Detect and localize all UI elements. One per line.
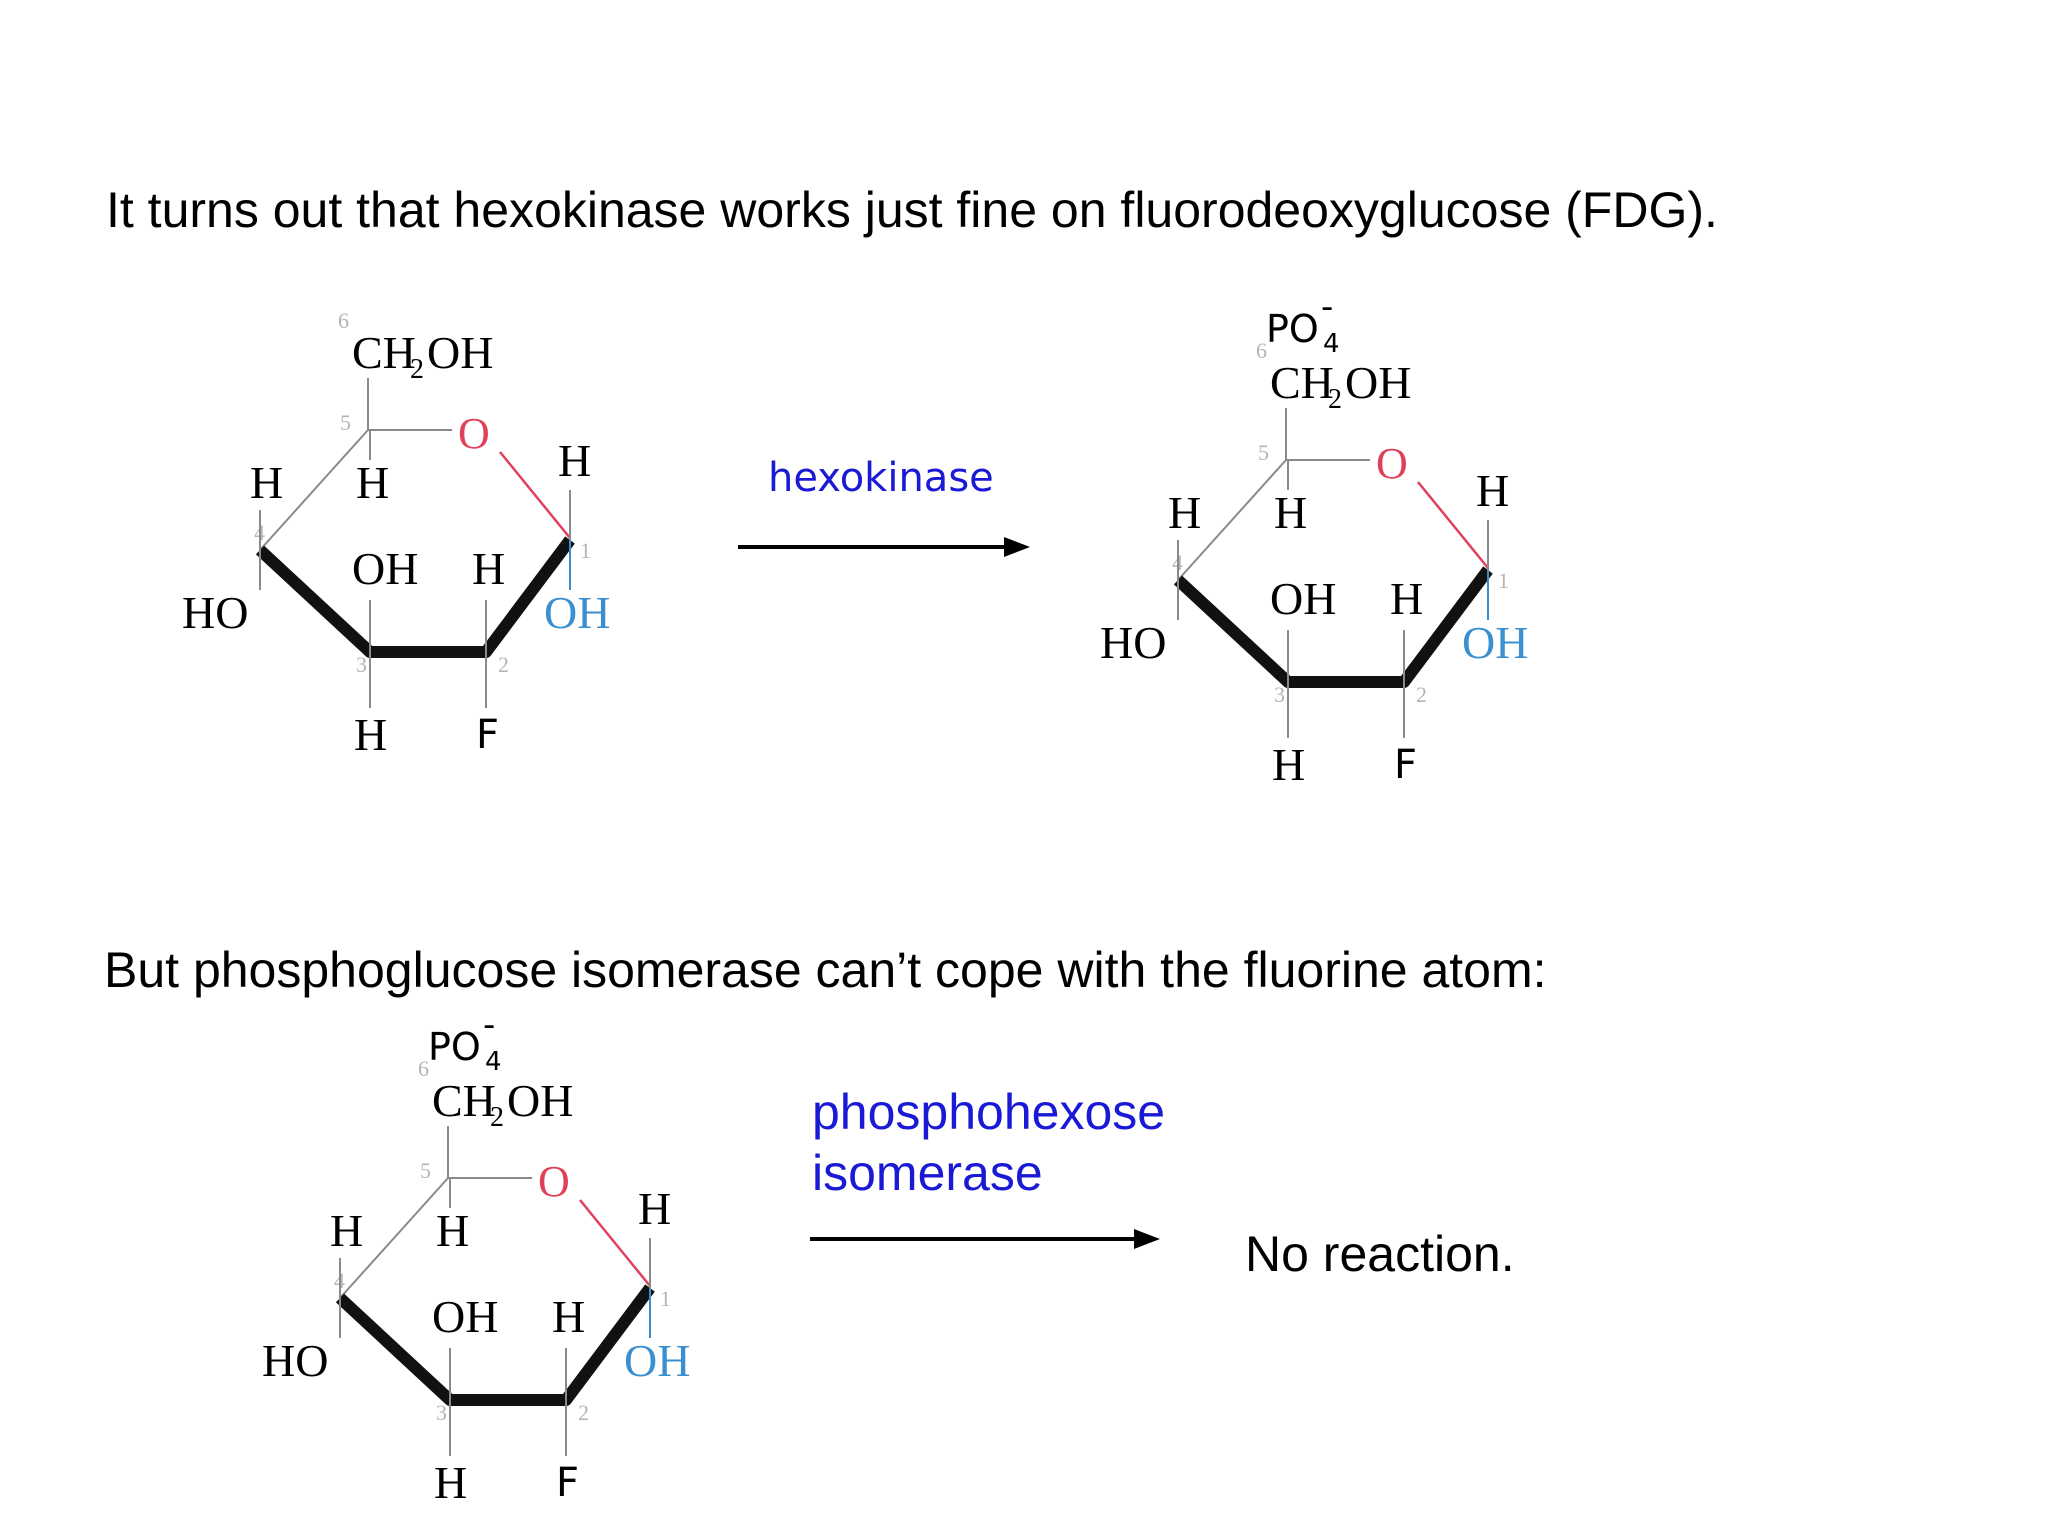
c3-oh-label: OH <box>352 543 418 594</box>
ch2oh-oh-label: OH <box>507 1075 573 1126</box>
c5-c4-bond <box>259 429 369 551</box>
phosphate-charge: - <box>1321 287 1333 327</box>
haworth-projection: 123456CH2OHOHHOHOHHHFHOH <box>182 308 610 760</box>
carbon-number: 6 <box>1256 338 1267 363</box>
ch2oh-label: CH <box>432 1075 496 1126</box>
c5-c4-bond <box>1177 459 1287 581</box>
c1-anomeric-oh-label: OH <box>1462 617 1528 668</box>
ring-front-edge <box>1173 566 1493 688</box>
c2-fluorine-label: F <box>556 1460 579 1506</box>
ch2oh-oh-label: OH <box>1345 357 1411 408</box>
enzyme-label-phosphohexose-isomerase: phosphohexose isomerase <box>812 1082 1232 1204</box>
carbon-number: 6 <box>338 308 349 333</box>
c2-h-label: H <box>472 543 505 594</box>
c1-h-label: H <box>558 435 591 486</box>
c3-h-label: H <box>354 709 387 760</box>
arrow-head <box>1004 537 1030 557</box>
carbon-number: 2 <box>578 1400 589 1425</box>
phosphate-subscript: 4 <box>1323 329 1340 359</box>
ring-oxygen: O <box>538 1157 570 1206</box>
fdg-6-phosphate-molecule-bottom: PO4-123456CH2OHOHHOHOHHHFHOH <box>262 1005 790 1508</box>
haworth-projection: PO4-123456CH2OHOHHOHOHHHFHOH <box>262 1005 690 1508</box>
c1-anomeric-oh-label: OH <box>544 587 610 638</box>
fdg-molecule: 123456CH2OHOHHOHOHHHFHOH <box>182 300 710 780</box>
ch2oh-subscript: 2 <box>1328 384 1342 415</box>
carbon-number: 1 <box>1498 568 1509 593</box>
c5-h-label: H <box>436 1205 469 1256</box>
carbon-number: 5 <box>340 410 351 435</box>
c3-h-label: H <box>434 1457 467 1508</box>
ch2oh-oh-label: OH <box>427 327 493 378</box>
ring-front-edge <box>335 1284 655 1406</box>
carbon-number: 1 <box>580 538 591 563</box>
ch2oh-label: CH <box>352 327 416 378</box>
c3-h-label: H <box>1272 739 1305 790</box>
phosphate-label: PO <box>428 1025 481 1069</box>
phosphate-label: PO <box>1266 307 1319 351</box>
c2-h-label: H <box>1390 573 1423 624</box>
ring-front-edge <box>255 536 575 658</box>
c1-anomeric-oh-label: OH <box>624 1335 690 1386</box>
ring-oxygen: O <box>458 409 490 458</box>
phosphate-subscript: 4 <box>485 1047 502 1077</box>
c1-h-label: H <box>638 1183 671 1234</box>
fdg-6-phosphate-molecule-top: PO4-123456CH2OHOHHOHOHHHFHOH <box>1100 287 1628 790</box>
c4-ho-label: HO <box>1100 617 1166 668</box>
ch2oh-label: CH <box>1270 357 1334 408</box>
c4-ho-label: HO <box>262 1335 328 1386</box>
c2-fluorine-label: F <box>476 712 499 758</box>
c4-h-label: H <box>330 1205 363 1256</box>
c5-h-label: H <box>1274 487 1307 538</box>
reaction-arrow-isomerase <box>810 1228 1160 1250</box>
ch2oh-subscript: 2 <box>490 1102 504 1133</box>
haworth-projection: PO4-123456CH2OHOHHOHOHHHFHOH <box>1100 287 1528 790</box>
carbon-number: 5 <box>420 1158 431 1183</box>
c3-oh-label: OH <box>1270 573 1336 624</box>
ch2oh-subscript: 2 <box>410 354 424 385</box>
reaction-arrow-hexokinase <box>738 536 1030 558</box>
c5-h-label: H <box>356 457 389 508</box>
phosphate-charge: - <box>483 1005 495 1045</box>
carbon-number: 2 <box>498 652 509 677</box>
c2-fluorine-label: F <box>1394 742 1417 788</box>
caption-isomerase: But phosphoglucose isomerase can’t cope … <box>104 942 1547 998</box>
caption-hexokinase: It turns out that hexokinase works just … <box>106 182 1718 238</box>
c4-ho-label: HO <box>182 587 248 638</box>
o-c1-bond <box>499 451 571 539</box>
o-c1-bond <box>1417 481 1489 569</box>
no-reaction-text: No reaction. <box>1245 1226 1515 1282</box>
carbon-number: 3 <box>436 1400 447 1425</box>
o-c1-bond <box>579 1199 651 1287</box>
carbon-number: 5 <box>1258 440 1269 465</box>
ring-oxygen: O <box>1376 439 1408 488</box>
c4-h-label: H <box>250 457 283 508</box>
enzyme-label-line-1: phosphohexose <box>812 1084 1166 1140</box>
carbon-number: 3 <box>356 652 367 677</box>
c5-c4-bond <box>339 1177 449 1299</box>
carbon-number: 3 <box>1274 682 1285 707</box>
c2-h-label: H <box>552 1291 585 1342</box>
enzyme-label-line-2: isomerase <box>812 1145 1043 1201</box>
carbon-number: 1 <box>660 1286 671 1311</box>
c1-h-label: H <box>1476 465 1509 516</box>
carbon-number: 2 <box>1416 682 1427 707</box>
c3-oh-label: OH <box>432 1291 498 1342</box>
c4-h-label: H <box>1168 487 1201 538</box>
carbon-number: 6 <box>418 1056 429 1081</box>
enzyme-label-hexokinase: hexokinase <box>768 455 994 501</box>
arrow-head <box>1134 1229 1160 1249</box>
